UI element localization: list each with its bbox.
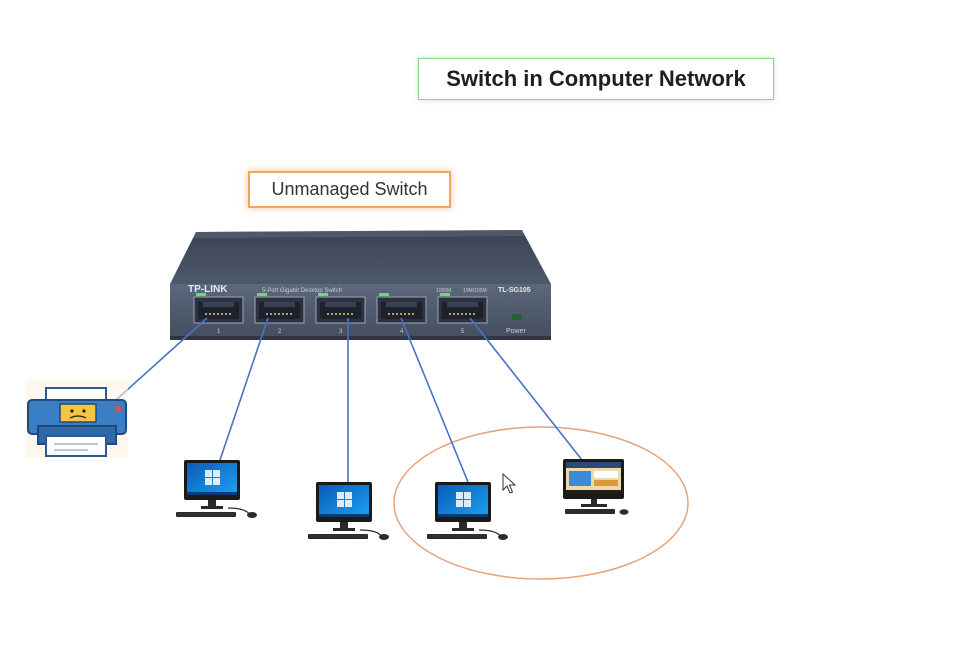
diagram-title: Switch in Computer Network xyxy=(446,66,746,91)
ethernet-port-1 xyxy=(193,296,244,324)
desktop-computer-icon xyxy=(426,481,509,541)
power-led-icon xyxy=(512,314,522,320)
network-switch: TP-LINK 5-Port Gigabit Desktop Switch 10… xyxy=(170,230,551,340)
port-led-icon xyxy=(257,293,267,296)
printer-icon xyxy=(26,380,128,458)
model-text: TL-SG105 xyxy=(498,287,531,294)
desktop-computer-icon xyxy=(175,459,258,519)
highlight-ellipse xyxy=(393,426,689,580)
port-led-icon xyxy=(440,293,450,296)
ethernet-port-5 xyxy=(437,296,488,324)
all-in-one-computer-icon xyxy=(563,459,629,515)
brand-text: TP-LINK xyxy=(188,284,228,295)
port-led-icon xyxy=(196,293,206,296)
cable-port-4 xyxy=(400,317,469,483)
switch-label: Unmanaged Switch xyxy=(271,179,428,199)
power-label: Power xyxy=(506,328,527,335)
cable-port-5 xyxy=(469,317,583,461)
speed-label-10-100: 10M/100M xyxy=(463,288,487,294)
switch-label-box: Unmanaged Switch xyxy=(248,171,451,208)
mouse-cursor-icon xyxy=(502,472,517,494)
description-text: 5-Port Gigabit Desktop Switch xyxy=(262,288,342,294)
title-box: Switch in Computer Network xyxy=(418,58,774,100)
port-number-2: 2 xyxy=(278,329,282,335)
speed-label-1000: 1000M xyxy=(436,288,451,294)
cable-port-1 xyxy=(115,317,208,401)
port-number-5: 5 xyxy=(461,329,465,335)
cable-port-2 xyxy=(219,317,269,461)
ethernet-port-2 xyxy=(254,296,305,324)
port-led-icon xyxy=(318,293,328,296)
port-number-4: 4 xyxy=(400,329,404,335)
port-number-1: 1 xyxy=(217,329,221,335)
ethernet-port-3 xyxy=(315,296,366,324)
port-led-icon xyxy=(379,293,389,296)
desktop-computer-icon xyxy=(307,481,390,541)
port-number-3: 3 xyxy=(339,329,343,335)
